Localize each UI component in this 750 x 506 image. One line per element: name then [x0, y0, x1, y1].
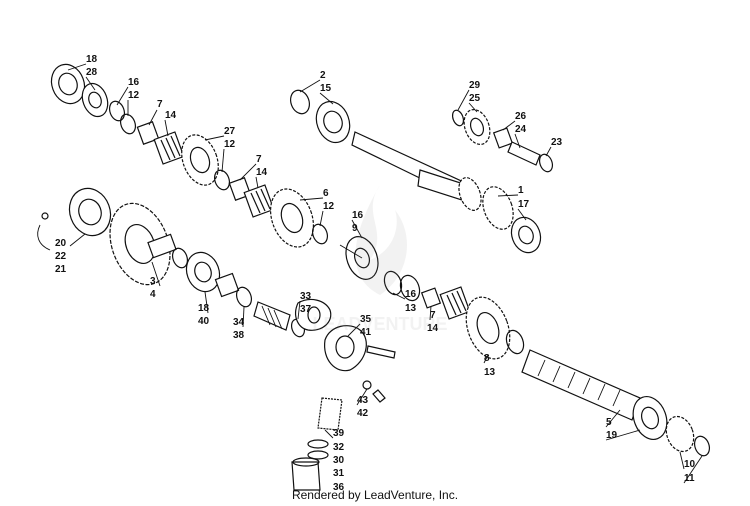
callout-label: 26: [515, 111, 527, 122]
leader-lines: [67, 63, 703, 484]
callout-label: 9: [352, 223, 358, 234]
callout-label: 30: [333, 455, 345, 466]
pinion-stack: [291, 397, 343, 491]
callout-label: 2: [320, 70, 326, 81]
callout-label: 37: [300, 304, 312, 315]
callout-label: 14: [256, 167, 268, 178]
callout-label: 27: [224, 126, 236, 137]
callout-label: 13: [405, 303, 417, 314]
callout-label: 43: [357, 395, 369, 406]
callout-label: 16: [405, 289, 417, 300]
callout-label: 14: [165, 110, 177, 121]
callout-label: 28: [86, 67, 98, 78]
shift-linkage-assembly: [253, 298, 396, 403]
callout-label: 5: [606, 417, 612, 428]
callout-labels: 18 28 16 12 7 14 27 12 7 14 6 12 16 9 2 …: [55, 54, 696, 493]
callout-label: 42: [357, 408, 369, 419]
callout-label: 18: [198, 303, 210, 314]
callout-label: 8: [484, 353, 490, 364]
callout-label: 11: [684, 473, 695, 484]
callout-label: 14: [427, 323, 439, 334]
callout-label: 12: [128, 90, 140, 101]
callout-label: 38: [233, 330, 245, 341]
callout-label: 1: [518, 185, 524, 196]
callout-label: 16: [128, 77, 140, 88]
callout-label: 31: [333, 468, 345, 479]
callout-label: 13: [484, 367, 496, 378]
callout-label: 36: [333, 482, 345, 493]
callout-label: 17: [518, 199, 530, 210]
callout-label: 16: [352, 210, 364, 221]
callout-label: 6: [323, 188, 329, 199]
callout-label: 15: [320, 83, 332, 94]
callout-label: 19: [606, 430, 618, 441]
callout-label: 7: [256, 154, 262, 165]
input-shaft-assembly: [289, 89, 542, 254]
callout-label: 22: [55, 251, 67, 262]
output-gear-assembly: [37, 187, 253, 308]
callout-label: 7: [157, 99, 163, 110]
callout-label: 39: [333, 428, 345, 439]
callout-label: 18: [86, 54, 98, 65]
callout-label: 7: [430, 310, 436, 321]
callout-label: 29: [469, 80, 481, 91]
output-shaft-assembly: [521, 349, 711, 457]
callout-label: 35: [360, 314, 372, 325]
callout-label: 40: [198, 316, 210, 327]
callout-label: 41: [360, 327, 372, 338]
callout-label: 4: [150, 289, 156, 300]
upper-left-shaft-assembly: [50, 63, 379, 280]
callout-label: 34: [233, 317, 245, 328]
callout-label: 20: [55, 238, 67, 249]
callout-label: 3: [150, 276, 156, 287]
callout-label: 25: [469, 93, 481, 104]
callout-label: 10: [684, 459, 696, 470]
callout-label: 23: [551, 137, 563, 148]
callout-label: 24: [515, 124, 527, 135]
callout-label: 21: [55, 264, 67, 275]
footer-credit: Rendered by LeadVenture, Inc.: [291, 488, 459, 502]
callout-label: 33: [300, 291, 312, 302]
callout-label: 32: [333, 442, 345, 453]
callout-label: 12: [224, 139, 236, 150]
callout-label: 12: [323, 201, 335, 212]
lower-middle-assembly: [383, 270, 525, 360]
idler-assembly: [451, 108, 554, 173]
